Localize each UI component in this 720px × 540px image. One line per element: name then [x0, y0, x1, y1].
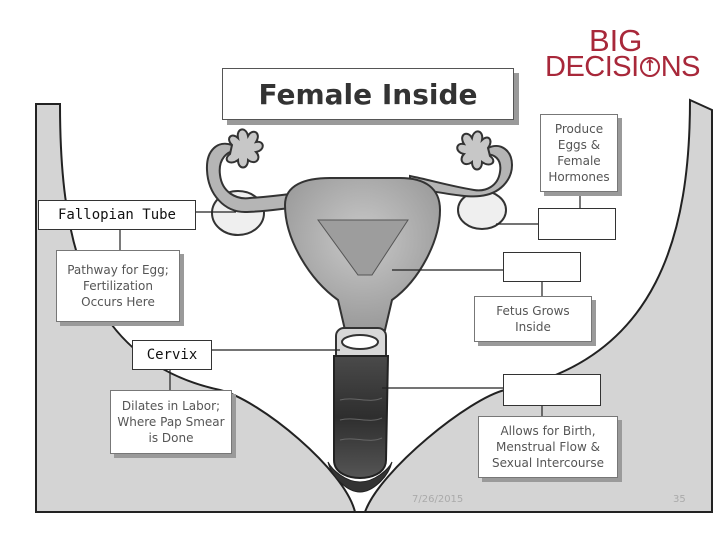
footer-date: 7/26/2015 — [412, 494, 464, 505]
big-decisions-logo: BIG DECISI NS — [545, 23, 700, 86]
right-fimbriae — [456, 130, 495, 171]
footer-page-number: 35 — [673, 494, 686, 505]
vagina-blank-label — [503, 374, 601, 406]
vagina — [333, 355, 390, 480]
vulva — [327, 461, 393, 493]
cervix-label: Cervix — [132, 340, 212, 370]
cervix-opening — [341, 334, 379, 350]
left-fimbriae — [225, 128, 264, 169]
vaginal-rugae — [339, 397, 383, 441]
logo-big-text: BIG — [589, 23, 643, 58]
page-title: Female Inside — [222, 68, 514, 120]
logo-decisions-part2: NS — [660, 51, 701, 83]
produce-eggs-description: Produce Eggs & Female Hormones — [540, 114, 618, 192]
fallopian-tube-label: Fallopian Tube — [38, 200, 196, 230]
up-arrow-circle-icon — [639, 56, 660, 77]
ovary-blank-label — [538, 208, 616, 240]
logo-decisions-text: DECISI NS — [545, 52, 700, 82]
uterine-cavity — [317, 219, 409, 276]
logo-decisions-part1: DECISI — [545, 51, 639, 83]
fetus-grows-description: Fetus Grows Inside — [474, 296, 592, 342]
uterus-blank-label — [503, 252, 581, 282]
pathway-description: Pathway for Egg; Fertilization Occurs He… — [56, 250, 180, 322]
allows-birth-description: Allows for Birth, Menstrual Flow & Sexua… — [478, 416, 618, 478]
dilates-description: Dilates in Labor; Where Pap Smear is Don… — [110, 390, 232, 454]
